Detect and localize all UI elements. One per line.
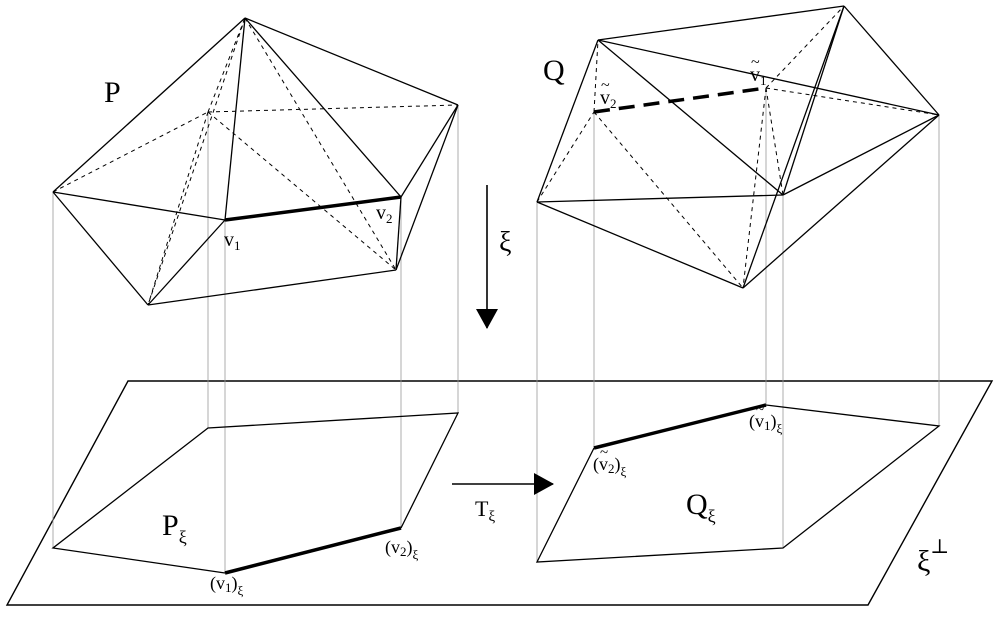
label-xi: ξ	[499, 227, 511, 258]
edge-v1t-v2t-projection	[593, 403, 767, 450]
polytope-Q	[536, 5, 940, 289]
polytope-Q-edges	[536, 5, 940, 289]
label-v2-tilde-proj: (v2)ξ	[593, 454, 627, 479]
edge-v1-v2	[224, 195, 402, 222]
label-v2-proj: (v2)ξ	[385, 537, 419, 562]
label-P-xi: Pξ	[162, 509, 187, 547]
projection-Q-xi	[535, 403, 941, 563]
label-v2-tilde: v2	[600, 87, 617, 111]
label-Q-xi: Qξ	[686, 488, 716, 526]
tilde-v2: ~	[601, 77, 610, 94]
label-v1-tilde: v1	[750, 64, 767, 88]
edge-v1t-v2t	[593, 86, 767, 114]
label-xi-perp: ξ⊥	[917, 536, 949, 578]
label-v1-tilde-proj: (v1)ξ	[749, 411, 783, 436]
tilde-v1: ~	[751, 54, 760, 71]
label-v1-proj: (v1)ξ	[210, 573, 244, 598]
tilde-v2-proj: ~	[600, 445, 608, 461]
polytope-P	[52, 17, 459, 306]
label-T-xi: Tξ	[475, 496, 495, 525]
polytope-P-edges	[52, 17, 459, 306]
edge-v1-v2-projection	[224, 526, 402, 575]
label-Q: Q	[543, 54, 565, 87]
polytope-Q-hidden-edges	[536, 5, 940, 289]
tilde-v1-proj: ~	[756, 402, 764, 418]
label-v1: v1	[224, 229, 241, 253]
projection-P-xi	[51, 412, 460, 575]
polytope-P-hidden-edges	[52, 17, 459, 306]
label-P: P	[104, 76, 121, 109]
label-v2: v2	[376, 202, 393, 226]
projection-plane	[5, 380, 994, 606]
projection-lines	[52, 88, 940, 573]
